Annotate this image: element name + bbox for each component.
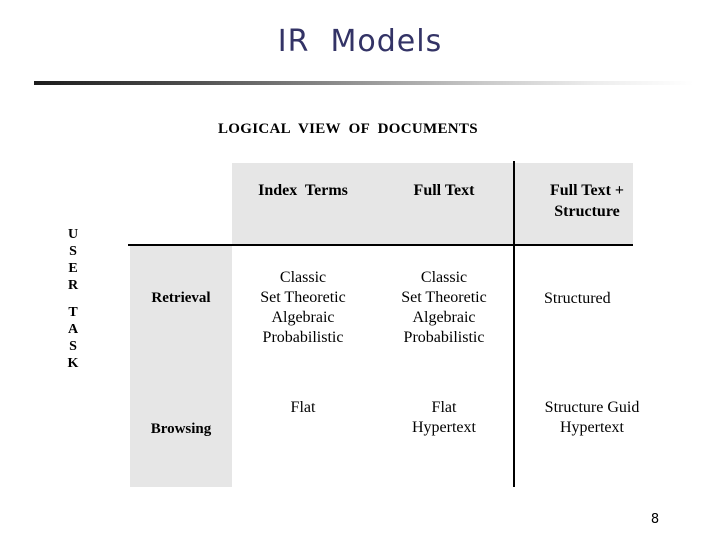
row-header-retrieval: Retrieval <box>151 290 211 306</box>
title-divider <box>34 81 694 85</box>
cell-retrieval-full-text-structure: Structured <box>544 290 611 307</box>
axis-label-user-task: U S E R T A S K <box>60 226 86 372</box>
axis-label-gap <box>60 294 86 304</box>
row-header-browsing: Browsing <box>150 421 212 437</box>
figure-caption-logical-view: LOGICAL VIEW OF DOCUMENTS <box>218 121 478 137</box>
axis-letter: R <box>67 278 79 293</box>
cell-browsing-full-text-structure: Structure Guid Hypertext <box>544 399 640 436</box>
cell-retrieval-index-terms: Classic Set Theoretic Algebraic Probabil… <box>260 269 346 346</box>
column-header-full-text: Full Text <box>413 182 475 199</box>
axis-letter: S <box>69 339 77 354</box>
column-header-full-text-structure: Full Text + Structure <box>549 182 625 220</box>
axis-letter: S <box>69 244 77 259</box>
axis-letter: A <box>67 322 79 337</box>
page-title: IR Models <box>277 24 443 59</box>
column-divider-line <box>513 161 515 487</box>
column-header-index-terms: Index Terms <box>258 182 348 199</box>
axis-letter: E <box>68 261 78 276</box>
header-divider-line <box>128 244 633 246</box>
row-label-band <box>130 246 232 487</box>
cell-browsing-full-text: Flat Hypertext <box>412 399 476 436</box>
cell-browsing-index-terms: Flat <box>290 399 316 416</box>
axis-letter: K <box>67 356 79 371</box>
axis-letter: T <box>68 305 78 320</box>
axis-letter: U <box>67 227 79 242</box>
page-number: 8 <box>650 512 660 527</box>
header-band <box>232 163 633 244</box>
cell-retrieval-full-text: Classic Set Theoretic Algebraic Probabil… <box>401 269 487 346</box>
